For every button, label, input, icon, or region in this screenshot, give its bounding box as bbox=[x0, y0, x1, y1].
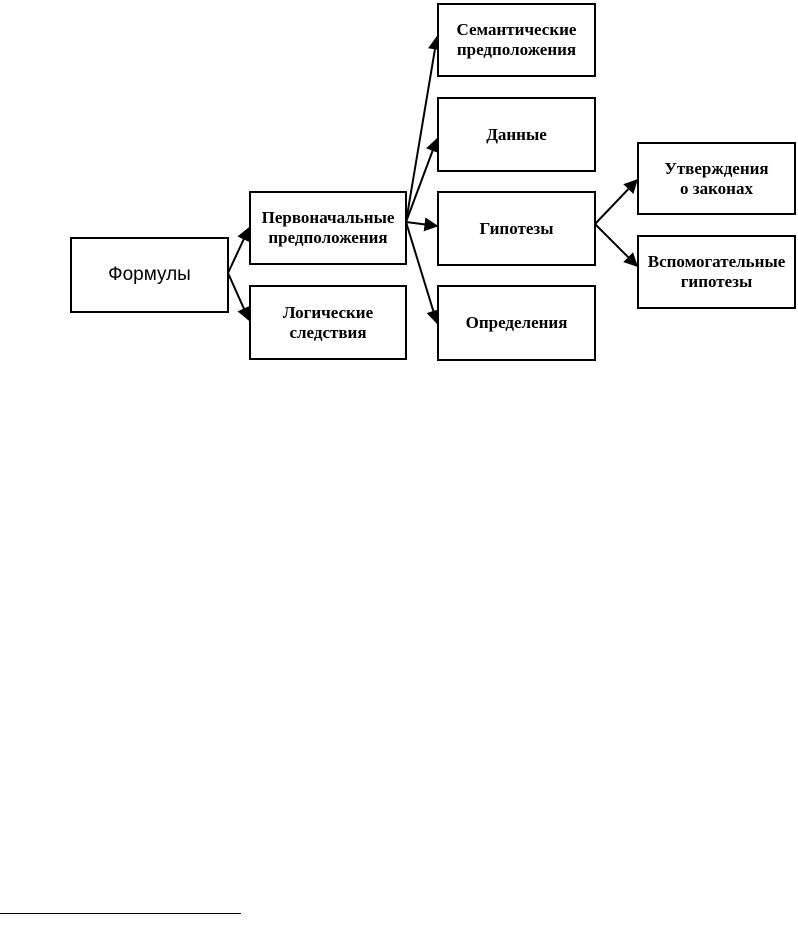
node-logical-consequences: Логические следствия bbox=[249, 285, 407, 360]
node-initial-assumptions: Первоначальные предположения bbox=[249, 191, 407, 265]
edge-hypotheses-auxiliary bbox=[595, 224, 637, 266]
edge-formulas-logical bbox=[228, 273, 249, 320]
node-formulas: Формулы bbox=[70, 237, 229, 313]
edge-hypotheses-laws bbox=[595, 180, 637, 224]
edge-initial-semantic bbox=[406, 37, 437, 222]
edge-formulas-initial bbox=[228, 228, 249, 273]
node-auxiliary-hypotheses: Вспомогательные гипотезы bbox=[637, 235, 796, 309]
edge-initial-definitions bbox=[406, 222, 437, 323]
node-hypotheses: Гипотезы bbox=[437, 191, 596, 266]
node-definitions: Определения bbox=[437, 285, 596, 361]
node-law-statements: Утверждения о законах bbox=[637, 142, 796, 215]
footnote-separator bbox=[0, 913, 241, 914]
node-data: Данные bbox=[437, 97, 596, 172]
edge-initial-data bbox=[406, 139, 437, 222]
node-semantic-assumptions: Семантические предположения bbox=[437, 3, 596, 77]
edge-initial-hypotheses bbox=[406, 222, 437, 226]
